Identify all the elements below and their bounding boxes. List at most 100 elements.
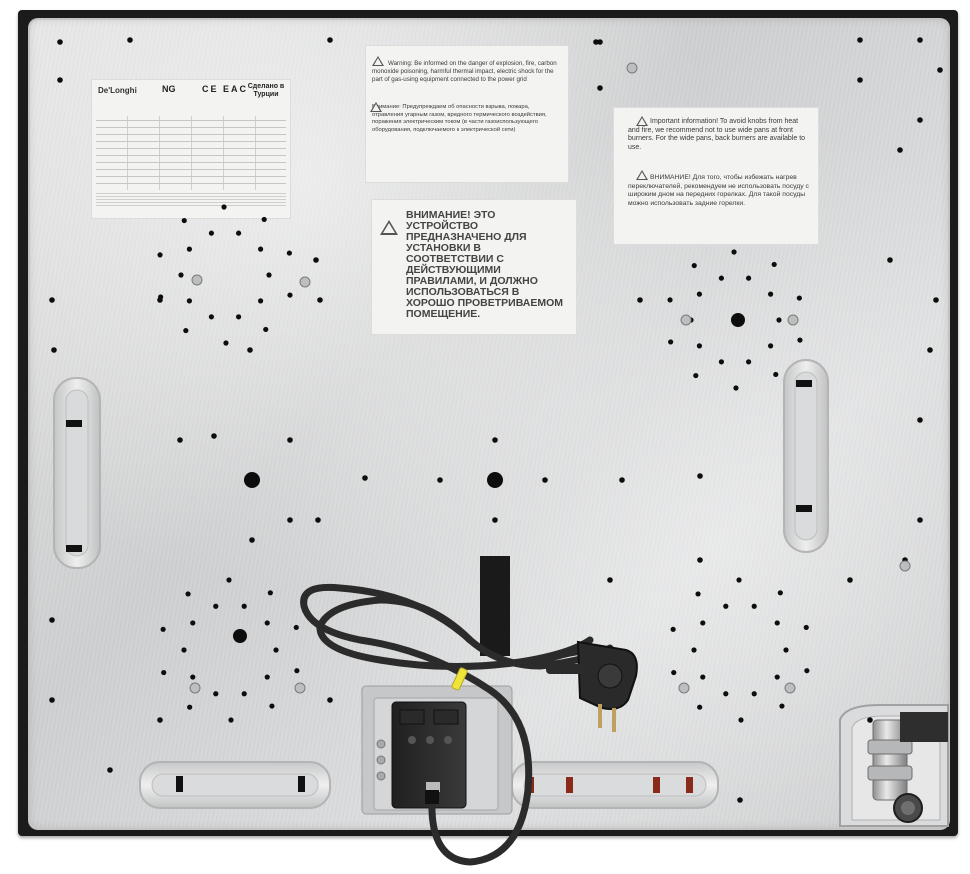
vent-hole: [327, 37, 333, 43]
warning-text-ru: Внимание: Предупреждаем об опасности взр…: [372, 104, 547, 133]
vent-hole: [287, 292, 293, 298]
vent-hole: [487, 472, 503, 488]
vent-hole: [593, 39, 599, 45]
vent-hole: [241, 603, 247, 609]
vent-hole: [211, 433, 217, 439]
vent-hole: [927, 347, 933, 353]
vent-hole: [127, 37, 133, 43]
vent-hole: [542, 477, 548, 483]
terminal-block: [361, 685, 513, 815]
vent-hole: [437, 477, 443, 483]
vent-hole: [745, 359, 752, 365]
vent-hole: [266, 272, 272, 278]
vent-hole: [691, 647, 697, 653]
vent-hole: [247, 347, 253, 353]
screw-icon: [680, 314, 692, 326]
gas-type-text: NG: [162, 84, 176, 94]
vent-hole: [797, 337, 803, 343]
warning-triangle-icon: [370, 102, 382, 112]
vent-hole: [160, 626, 166, 632]
vent-hole: [273, 647, 279, 653]
vent-hole: [492, 517, 498, 523]
vent-hole: [751, 603, 757, 609]
vent-hole: [57, 39, 63, 45]
warning-triangle-icon: [380, 220, 398, 235]
screw-icon: [899, 560, 911, 572]
vent-hole: [867, 717, 873, 723]
vent-hole: [286, 250, 292, 256]
vent-hole: [736, 577, 742, 583]
vent-hole: [228, 717, 234, 723]
vent-hole: [293, 624, 299, 631]
vent-hole: [917, 117, 923, 123]
vent-hole: [637, 297, 643, 303]
info-label-right: Important information! To avoid knobs fr…: [614, 108, 818, 244]
fine-print: [96, 192, 286, 206]
vent-hole: [773, 371, 779, 378]
vent-hole: [776, 317, 782, 323]
cable-clamp-strap: [480, 556, 510, 656]
vent-hole: [181, 217, 187, 224]
vent-hole: [269, 703, 275, 709]
screws: [189, 62, 911, 694]
vent-hole: [161, 669, 167, 676]
vent-hole: [261, 216, 267, 223]
vent-hole: [731, 249, 737, 255]
vent-hole: [779, 703, 785, 709]
vent-hole: [731, 313, 745, 327]
vent-hole: [294, 668, 300, 674]
vent-hole: [917, 517, 923, 523]
screw-icon: [189, 682, 201, 694]
vent-hole: [696, 291, 703, 297]
vent-hole: [697, 704, 703, 710]
screw-icon: [626, 62, 638, 74]
vent-hole: [668, 339, 674, 345]
vent-hole: [696, 343, 703, 349]
screw-icon: [784, 682, 796, 694]
vent-hole: [671, 669, 677, 676]
vent-hole: [208, 230, 215, 236]
vent-hole: [183, 327, 189, 334]
vent-hole: [57, 77, 63, 83]
vent-hole: [51, 347, 57, 353]
vent-hole: [178, 272, 184, 278]
vent-hole: [751, 691, 757, 697]
screw-icon: [678, 682, 690, 694]
vent-hole: [264, 620, 270, 626]
vent-hole: [190, 620, 196, 626]
vent-hole: [315, 517, 321, 523]
vent-hole: [267, 590, 273, 596]
vent-hole: [157, 717, 163, 723]
vent-hole: [767, 291, 774, 297]
vent-hole: [313, 257, 319, 263]
vent-hole: [695, 591, 701, 597]
vent-hole: [287, 517, 293, 523]
ventilation-warning-text: ВНИМАНИЕ! ЭТО УСТРОЙСТВО ПРЕДНАЗНАЧЕНО Д…: [406, 209, 564, 320]
warning-label-top: Warning: Be informed on the danger of ex…: [366, 46, 568, 182]
vent-hole: [257, 246, 264, 252]
vent-hole: [49, 617, 55, 623]
vent-hole: [186, 298, 193, 304]
vent-hole: [783, 647, 789, 653]
made-in-text: Сделано в Турции: [247, 83, 285, 98]
vent-hole: [597, 39, 603, 45]
vent-hole: [213, 691, 219, 697]
vent-hole: [937, 67, 943, 73]
vent-hole: [691, 262, 697, 269]
vent-hole: [700, 674, 706, 680]
vent-hole: [241, 691, 247, 697]
vent-hole: [697, 557, 703, 563]
vent-hole: [804, 668, 810, 674]
cable-gland: [425, 790, 439, 804]
screw-icon: [191, 274, 203, 286]
vent-hole: [857, 77, 863, 83]
warning-label-center: ВНИМАНИЕ! ЭТО УСТРОЙСТВО ПРЕДНАЗНАЧЕНО Д…: [372, 200, 576, 334]
info-text-en: Important information! To avoid knobs fr…: [628, 118, 806, 151]
vent-hole: [244, 472, 260, 488]
vent-hole: [213, 603, 219, 609]
vent-hole: [107, 767, 113, 773]
vent-hole: [257, 298, 264, 304]
vent-hole: [887, 257, 893, 263]
ce-eac-marks: CE EAC: [202, 84, 249, 94]
